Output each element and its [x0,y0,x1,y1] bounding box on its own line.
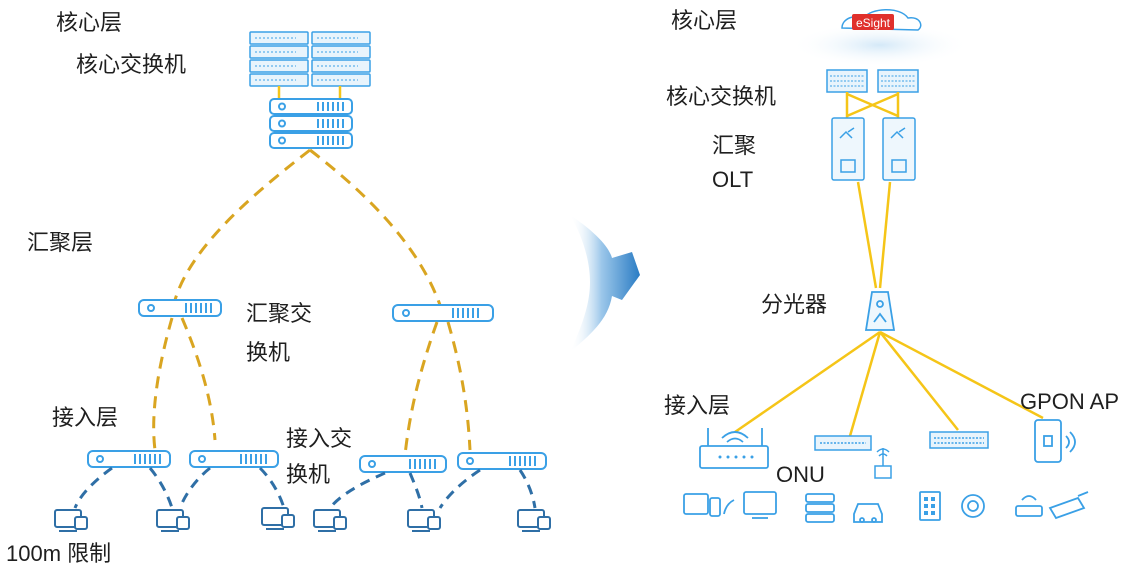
right-olt-icons [831,117,916,181]
right-core-switch-icons [826,69,919,93]
left-pc-icons [54,507,551,532]
left-core-layer-label: 核心层 [56,10,122,35]
left-access-switch-label-1: 接入交 [286,426,352,451]
left-access-pc-links [73,466,537,509]
splitter-label: 分光器 [761,292,827,317]
left-core-uplinks [277,86,342,99]
right-splitter-access-links [734,330,1044,437]
left-core-agg-links [173,148,442,306]
left-core-rack-icon [249,31,371,87]
transition-arrow-icon [570,215,640,352]
esight-glow [790,23,970,67]
left-aggregation-layer-label: 汇聚层 [27,230,93,255]
left-core-switch-label: 核心交换机 [76,52,186,77]
onu-switch-icon [814,435,892,479]
left-core-switch-icon [269,98,353,149]
right-core-switch-label: 核心交换机 [666,84,776,109]
distance-limit-label: 100m 限制 [6,541,111,566]
right-olt-label-1: 汇聚 [712,133,756,158]
splitter-icon [864,291,896,331]
right-core-layer-label: 核心层 [671,8,737,33]
left-agg-switch-2-icon [392,304,494,322]
right-olt-splitter-links [856,181,892,289]
left-agg-switch-1-icon [138,299,222,317]
right-olt-label-2: OLT [712,167,753,192]
right-core-olt-links [845,92,900,118]
terminal-device-icons [683,491,1089,523]
left-agg-access-links [152,317,472,456]
onu-label: ONU [776,462,825,487]
right-access-layer-label: 接入层 [664,393,730,418]
left-access-switch-icons [87,450,547,473]
left-aggregation-switch-label-2: 换机 [246,340,290,365]
left-access-switch-label-2: 换机 [286,462,330,487]
gpon-ap-label: GPON AP [1020,389,1119,414]
onu-router-icon [699,428,769,469]
esight-cloud-icon [841,9,922,31]
left-access-layer-label: 接入层 [52,405,118,430]
left-aggregation-switch-label-1: 汇聚交 [246,301,312,326]
label-group: 核心层 核心交换机 汇聚层 汇聚交 换机 接入层 接入交 换机 100m 限制 … [6,8,1119,566]
gpon-ap-icon [1034,419,1076,463]
esight-logo-text: eSight [856,16,891,30]
access-switch-icon [929,431,989,449]
